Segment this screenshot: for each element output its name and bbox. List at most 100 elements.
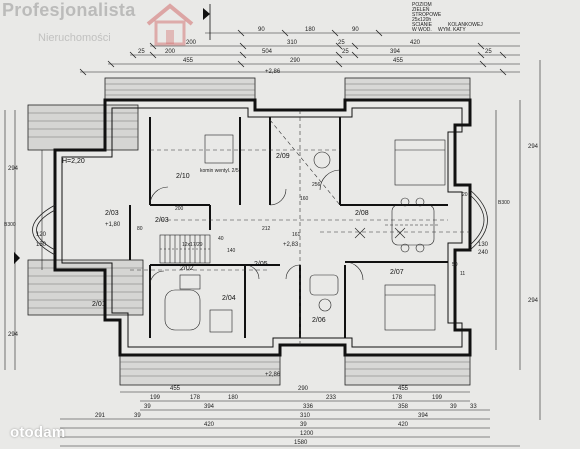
note-line: W WOD. xyxy=(412,27,432,33)
dim-label: 39 xyxy=(300,422,307,428)
house-logo-icon xyxy=(146,3,194,46)
dim-label: 394 xyxy=(204,404,215,410)
note-line: SCIANIE xyxy=(412,22,433,28)
top-dimension-labels: 90 180 90 200 310 25 420 25 200 504 25 3… xyxy=(138,27,492,64)
dim-label: 455 xyxy=(170,386,181,392)
dim-label: 310 xyxy=(300,413,311,419)
dim-label: 140 xyxy=(227,248,236,254)
room-label-2-08: 2/08 xyxy=(355,210,369,217)
plan-annotations: H=2,20 +2,86 +2,86 +2,83 +1,80 komin wen… xyxy=(4,69,539,378)
top-dimension-lines xyxy=(79,29,520,76)
room-label-2-05: 2/05 xyxy=(254,261,268,268)
dim-label: 160 xyxy=(300,196,309,202)
dim-label: B300 xyxy=(4,222,16,228)
top-right-note: POZIOM ZIELEŃ STROPOWE 25x120h SCIANIE K… xyxy=(412,2,483,33)
dim-label: 420 xyxy=(204,422,215,428)
note-line: KOLANKOWEJ xyxy=(448,22,483,28)
bottom-dimension-labels: 455 290 455 199 178 180 233 178 199 39 3… xyxy=(95,386,477,446)
dim-label: 212 xyxy=(262,226,271,232)
dim-label: 420 xyxy=(410,40,421,46)
dim-label: 358 xyxy=(398,404,409,410)
level-mark-top: +2,86 xyxy=(265,69,281,75)
room-label-2-10: 2/10 xyxy=(176,173,190,180)
dim-label: 394 xyxy=(418,413,429,419)
dim-label: 200 xyxy=(175,206,184,212)
furniture xyxy=(164,134,446,333)
dim-label: 294 xyxy=(8,166,19,172)
bay-windows xyxy=(32,189,488,256)
room-label-2-03: 2/03 xyxy=(155,217,169,224)
dim-label: 294 xyxy=(528,298,539,304)
dim-label: 310 xyxy=(287,40,298,46)
dim-label: 25 xyxy=(485,49,492,55)
otodam-logo: otodam xyxy=(10,424,66,441)
dim-label: 90 xyxy=(352,27,359,33)
dim-label: 294 xyxy=(8,332,19,338)
dim-label: 39 xyxy=(134,413,141,419)
level-mark-left: +1,80 xyxy=(105,222,121,228)
note-line: STROPOWE xyxy=(412,12,442,18)
dim-label: 178 xyxy=(392,395,403,401)
room-label-2-01: 2/01 xyxy=(92,301,106,308)
dim-label: 455 xyxy=(398,386,409,392)
dim-label: 199 xyxy=(150,395,161,401)
section-marker-icon xyxy=(203,4,211,40)
dim-label: 256 xyxy=(312,182,321,188)
dim-label: 40 xyxy=(218,236,224,242)
dim-label: 180 xyxy=(228,395,239,401)
brand-watermark-sub: Nieruchomości xyxy=(38,32,111,44)
door-swings xyxy=(149,169,364,286)
dim-label: 200 xyxy=(186,40,197,46)
room-label-2-06: 2/06 xyxy=(312,317,326,324)
level-mark-bottom: +2,86 xyxy=(265,372,281,378)
dim-label: 291 xyxy=(95,413,106,419)
dim-label: 39 xyxy=(144,404,151,410)
height-note: H=2,20 xyxy=(62,158,85,165)
dim-label: 504 xyxy=(262,49,273,55)
dim-label: 150 xyxy=(36,242,47,248)
room-label-2-04: 2/04 xyxy=(222,295,236,302)
stair xyxy=(159,234,211,264)
outer-walls xyxy=(53,98,472,357)
room-label-2-07: 2/07 xyxy=(390,269,404,276)
note-line: 25x120h xyxy=(412,17,431,23)
dim-label: 130 xyxy=(478,242,489,248)
dim-label: 80 xyxy=(137,226,143,232)
bottom-dimension-lines xyxy=(60,391,520,447)
dim-label: 120 xyxy=(36,232,47,238)
dim-label: 11 xyxy=(460,271,465,277)
dim-label: 294 xyxy=(528,144,539,150)
dim-label: 200 xyxy=(165,49,176,55)
room-label-2-02: 2/02 xyxy=(180,265,194,272)
dim-label: 1580 xyxy=(294,440,308,446)
chimney-note: komin wentyl. 2/5 xyxy=(200,168,239,174)
dim-label: 420 xyxy=(398,422,409,428)
section-marker-left-icon xyxy=(14,252,20,264)
dim-label: 180 xyxy=(305,27,316,33)
dim-label: 1200 xyxy=(300,431,314,437)
dim-label: 50 xyxy=(452,262,458,268)
note-line: WYM. KATY xyxy=(438,27,466,33)
dim-label: 39 xyxy=(450,404,457,410)
dim-label: 455 xyxy=(183,58,194,64)
beam-lines xyxy=(130,110,470,345)
room-label-2-09: 2/09 xyxy=(276,153,290,160)
brand-watermark: Profesjonalista xyxy=(2,0,136,20)
dim-label: 233 xyxy=(326,395,337,401)
stair-note: 12x17/29 xyxy=(182,242,203,248)
dim-label: 290 xyxy=(298,386,309,392)
dim-label: 25 xyxy=(342,49,349,55)
dim-label: 25 xyxy=(138,49,145,55)
dim-label: 25 xyxy=(338,40,345,46)
dim-label: 90 xyxy=(258,27,265,33)
dim-label: 394 xyxy=(390,49,401,55)
dim-label: 199 xyxy=(432,395,443,401)
dim-label: 33 xyxy=(470,404,477,410)
side-dimension-lines xyxy=(4,60,541,420)
dim-label: 290 xyxy=(290,58,301,64)
dim-label: B300 xyxy=(498,200,510,206)
note-line: ZIELEŃ xyxy=(412,6,430,13)
room-labels: 2/10 2/09 2/03 2/03 2/04 2/05 2/06 2/07 … xyxy=(92,153,404,324)
